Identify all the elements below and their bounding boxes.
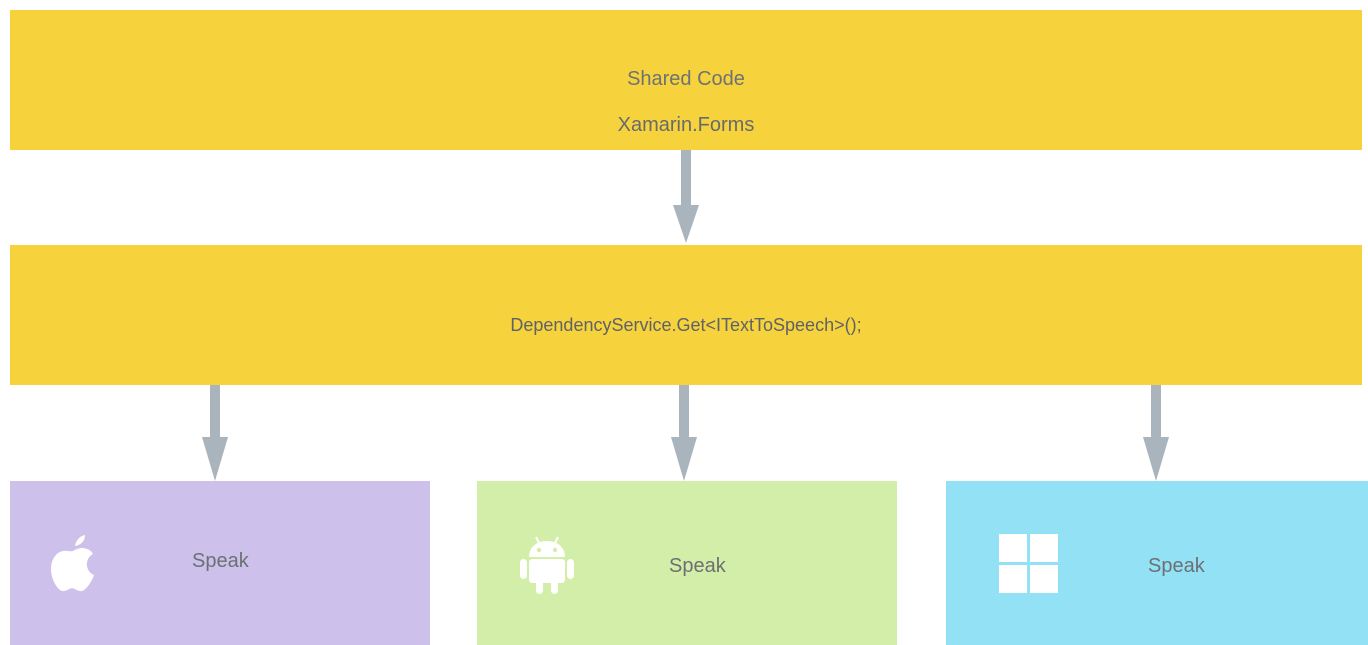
arrow-to-ios bbox=[202, 385, 228, 481]
ios-speak-label: Speak bbox=[192, 550, 249, 572]
windows-speak-label: Speak bbox=[1148, 555, 1205, 577]
dependency-service-call: DependencyService.Get<ITextToSpeech>(); bbox=[510, 315, 862, 335]
shared-code-title: Shared Code bbox=[627, 68, 745, 90]
arrow-shared-to-dependency bbox=[673, 150, 699, 243]
shared-code-box: Shared Code Xamarin.Forms bbox=[10, 10, 1362, 150]
android-platform-box: Speak bbox=[477, 481, 897, 645]
xamarin-forms-label: Xamarin.Forms bbox=[617, 114, 755, 136]
android-speak-label: Speak bbox=[669, 555, 726, 577]
windows-platform-box: Speak bbox=[946, 481, 1368, 645]
apple-icon bbox=[51, 535, 94, 592]
android-icon bbox=[520, 536, 574, 594]
arrow-to-android bbox=[671, 385, 697, 481]
windows-icon bbox=[999, 534, 1058, 593]
dependency-service-box: DependencyService.Get<ITextToSpeech>(); bbox=[10, 245, 1362, 385]
ios-platform-box: Speak bbox=[10, 481, 430, 645]
arrow-to-windows bbox=[1143, 385, 1169, 481]
